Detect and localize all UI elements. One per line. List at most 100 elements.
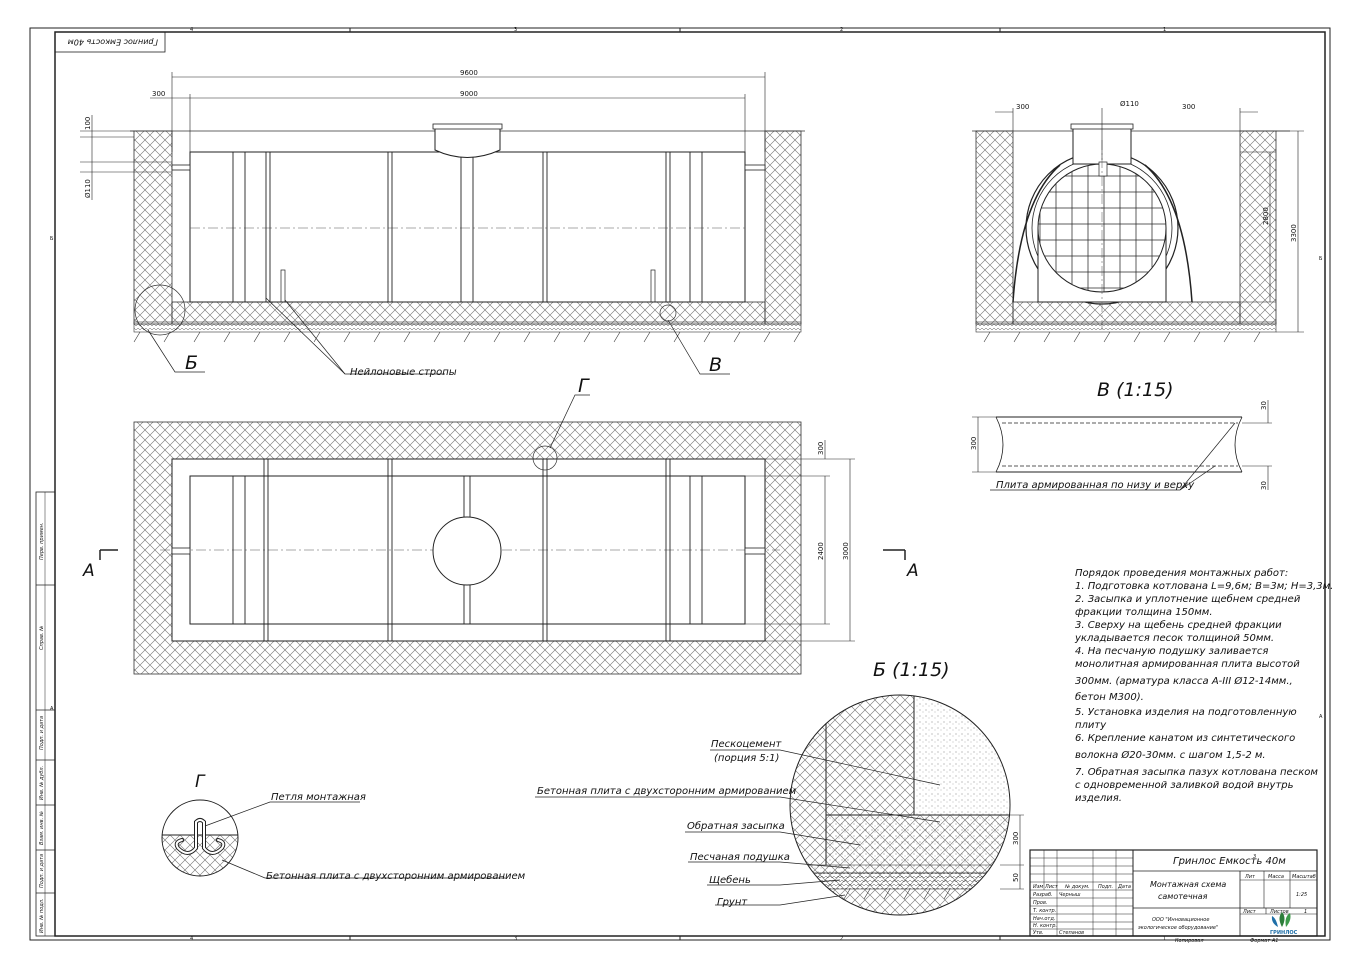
stamp-first-use: Перв. примен. (39, 522, 45, 560)
dim-plate-300: 300 (970, 437, 978, 450)
stamp-repl-inv: Взам. инв. № (39, 811, 45, 845)
detail-v-title: В (1:15) (1097, 379, 1174, 401)
greenlos-logo: ГРИНЛОС (1270, 912, 1298, 936)
note-line-6: 4. На песчаную подушку заливается (1075, 646, 1268, 657)
note-line-0: Порядок проведения монтажных работ: (1075, 567, 1288, 579)
dim-detail-50: 50 (1012, 873, 1020, 882)
zone-top-1: 1 (1163, 27, 1166, 33)
zone-bottom-2: 2 (840, 936, 843, 942)
tb-sheets-count: 1 (1304, 909, 1307, 915)
dim-110-side: Ø110 (1120, 100, 1139, 108)
tb-mass: Масса (1268, 874, 1284, 880)
tb-role-approve: Утв. (1033, 930, 1044, 936)
tb-sheet: Лист (1242, 909, 1257, 915)
loop-label: Петля монтажная (271, 792, 366, 803)
note-line-1: 1. Подготовка котлована L=9,6м; В=3м; Н=… (1075, 581, 1333, 592)
dim-plate-30-bottom: 30 (1260, 481, 1268, 490)
zone-bottom-1: 1 (1163, 936, 1166, 942)
tb-sheets: Листов (1269, 909, 1289, 915)
dim-110-front: Ø110 (84, 179, 92, 198)
note-line-16: изделия. (1075, 793, 1122, 804)
title-block (1029, 849, 1318, 937)
zone-side-a-right: А (1319, 714, 1323, 720)
concrete-plate-label: Бетонная плита с двухсторонним армирован… (537, 786, 797, 797)
installation-notes: Порядок проведения монтажных работ: 1. П… (1074, 567, 1333, 804)
detail-v: В (1:15) 300 30 30 Плита армированная по… (970, 379, 1272, 491)
tb-company-2: экологическое оборудование" (1138, 925, 1218, 931)
view-v-marker: В (709, 354, 722, 376)
soil-label: Грунт (717, 897, 748, 908)
logo-text: ГРИНЛОС (1270, 930, 1298, 936)
dim-2800: 2800 (1262, 207, 1270, 225)
peskocement-ratio-label: (порция 5:1) (714, 753, 779, 764)
view-g-marker: Г (578, 375, 590, 397)
tb-lit: Лит (1244, 874, 1256, 880)
tb-product-superscript: 3 (1253, 854, 1256, 860)
tb-row-date: Дата (1117, 884, 1131, 890)
straps-label: Нейлоновые стропы (350, 367, 457, 378)
dim-2400: 2400 (817, 542, 825, 560)
note-line-14: 7. Обратная засыпка пазух котлована песк… (1075, 766, 1318, 778)
note-line-15: с одновременной заливкой водой внутрь (1075, 780, 1294, 791)
note-line-3: фракции толщина 150мм. (1075, 607, 1213, 618)
plate-reinforced-label: Плита армированная по низу и верху (996, 480, 1195, 491)
stamp-orig-inv: Инв. № подл. (39, 899, 45, 934)
zone-bottom-4: 4 (190, 936, 193, 942)
section-a-left: А (82, 561, 95, 581)
view-b-marker: Б (185, 352, 198, 374)
note-line-13: волокна Ø20-30мм. с шагом 1,5-2 м. (1075, 749, 1266, 761)
tb-row-sign: Подп. (1098, 884, 1113, 890)
tb-scale: 1:25 (1296, 892, 1307, 898)
stamp-dup-inv: Инв. № дубл. (39, 766, 45, 800)
zone-top-3: 3 (514, 27, 517, 33)
zone-bottom-3: 3 (514, 936, 517, 942)
dim-300-side-left: 300 (1016, 103, 1029, 111)
tb-company-1: ООО "Инновационное (1152, 917, 1209, 923)
gravel-label: Щебень (709, 874, 751, 886)
note-line-8: 300мм. (арматура класса А-III Ø12-14мм., (1075, 675, 1293, 687)
tb-role-tcontr: Т. контр. (1033, 908, 1056, 914)
tb-format: Формат А1 (1250, 938, 1278, 944)
tb-role-head: Нач.отд. (1033, 916, 1055, 922)
stamp-ref-no: Справ. № (39, 626, 45, 650)
tb-role-check: Пров. (1033, 900, 1048, 906)
detail-b: Б (1:15) 300 50 (535, 659, 1024, 916)
backfill-label: Обратная засыпка (687, 820, 785, 832)
tb-row-doc: № докум. (1064, 884, 1090, 890)
corner-label-text: Гринлос Емкость 40м (68, 38, 158, 47)
tb-role-ncontr: Н. контр. (1033, 923, 1057, 929)
dim-300-side-right: 300 (1182, 103, 1195, 111)
note-line-5: укладывается песок толщиной 50мм. (1074, 633, 1274, 644)
dim-detail-300: 300 (1012, 832, 1020, 845)
side-stamp-column: Перв. примен. Справ. № Подп. и дата Инв.… (35, 491, 56, 937)
tb-copied: Копировал (1175, 938, 1204, 944)
zone-top-2: 2 (840, 27, 843, 33)
dim-9000: 9000 (460, 90, 478, 98)
front-view: Б В Нейлоновые стропы 9600 9000 300 100 … (80, 69, 805, 378)
tb-appr-name: Степанов (1059, 930, 1084, 936)
sand-cushion-label: Песчаная подушка (690, 852, 790, 863)
tb-drawing-name-2: самотечная (1158, 892, 1208, 901)
note-line-10: 5. Установка изделия на подготовленную (1075, 707, 1297, 718)
stamp-sign-date-2: Подп. и дата (39, 854, 45, 888)
concrete-plate-g-label: Бетонная плита с двухсторонним армирован… (266, 871, 526, 882)
stamp-sign-date-1: Подп. и дата (39, 716, 45, 750)
dim-3000: 3000 (842, 542, 850, 560)
tb-drawing-name-1: Монтажная схема (1150, 880, 1226, 889)
tb-scale-header: Масштаб (1292, 874, 1316, 880)
zone-side-a: А (50, 706, 54, 712)
zone-top-4: 4 (190, 27, 193, 33)
dim-3300: 3300 (1290, 224, 1298, 242)
tb-product: Гринлос Емкость 40м (1173, 856, 1286, 867)
zone-side-b: Б (50, 236, 54, 242)
dim-300-front: 300 (152, 90, 165, 98)
dim-9600: 9600 (460, 69, 478, 77)
note-line-7: монолитная армированная плита высотой (1075, 659, 1300, 670)
note-line-4: 3. Сверху на щебень средней фракции (1075, 619, 1282, 631)
tb-row-izm: Изм (1033, 884, 1043, 890)
corner-label: Гринлос Емкость 40м (54, 31, 166, 53)
dim-plate-30-top: 30 (1260, 401, 1268, 410)
note-line-2: 2. Засыпка и уплотнение щебнем средней (1075, 593, 1301, 605)
note-line-9: бетон М300). (1075, 691, 1144, 703)
